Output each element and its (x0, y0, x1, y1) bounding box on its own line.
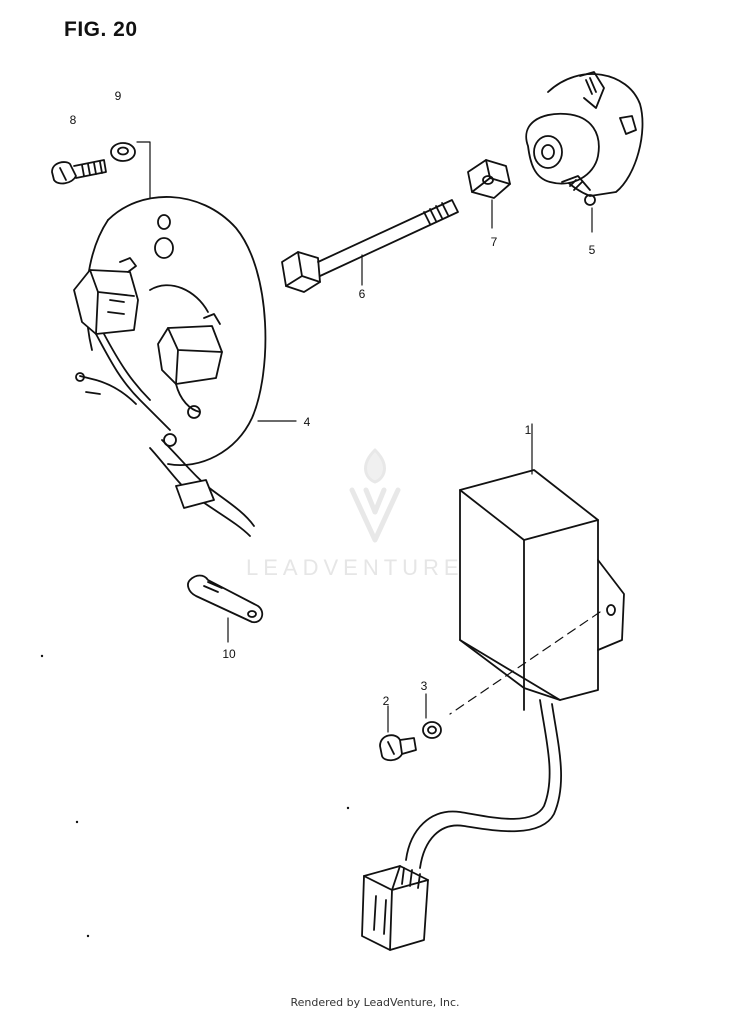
callout-9: 9 (115, 89, 122, 103)
part-9-washer (110, 141, 161, 226)
callout-7: 7 (491, 235, 498, 249)
part-8-bolt (51, 159, 107, 185)
part-5-advancer (525, 71, 644, 233)
watermark-logo-icon (349, 448, 401, 543)
part-7-nut (467, 159, 511, 229)
part-6-long-bolt (281, 199, 459, 293)
callout-5: 5 (589, 243, 596, 257)
footer-credit: Rendered by LeadVenture, Inc. (290, 996, 460, 1009)
part-1-cdi-unit (361, 423, 625, 951)
part-4-stator-plate (73, 196, 297, 537)
callout-8: 8 (70, 113, 77, 127)
callout-1: 1 (525, 423, 532, 437)
callout-10: 10 (222, 647, 236, 661)
scan-specks (40, 654, 350, 938)
figure-title: FIG. 20 (64, 18, 138, 41)
part-3-lock-washer (422, 693, 442, 739)
callout-4: 4 (304, 415, 311, 429)
callout-6: 6 (359, 287, 366, 301)
watermark-text: LEADVENTURE (246, 555, 464, 580)
part-10-clamp (187, 574, 264, 643)
part-2-screw (379, 705, 417, 762)
callout-3: 3 (421, 679, 428, 693)
callout-2: 2 (383, 694, 390, 708)
